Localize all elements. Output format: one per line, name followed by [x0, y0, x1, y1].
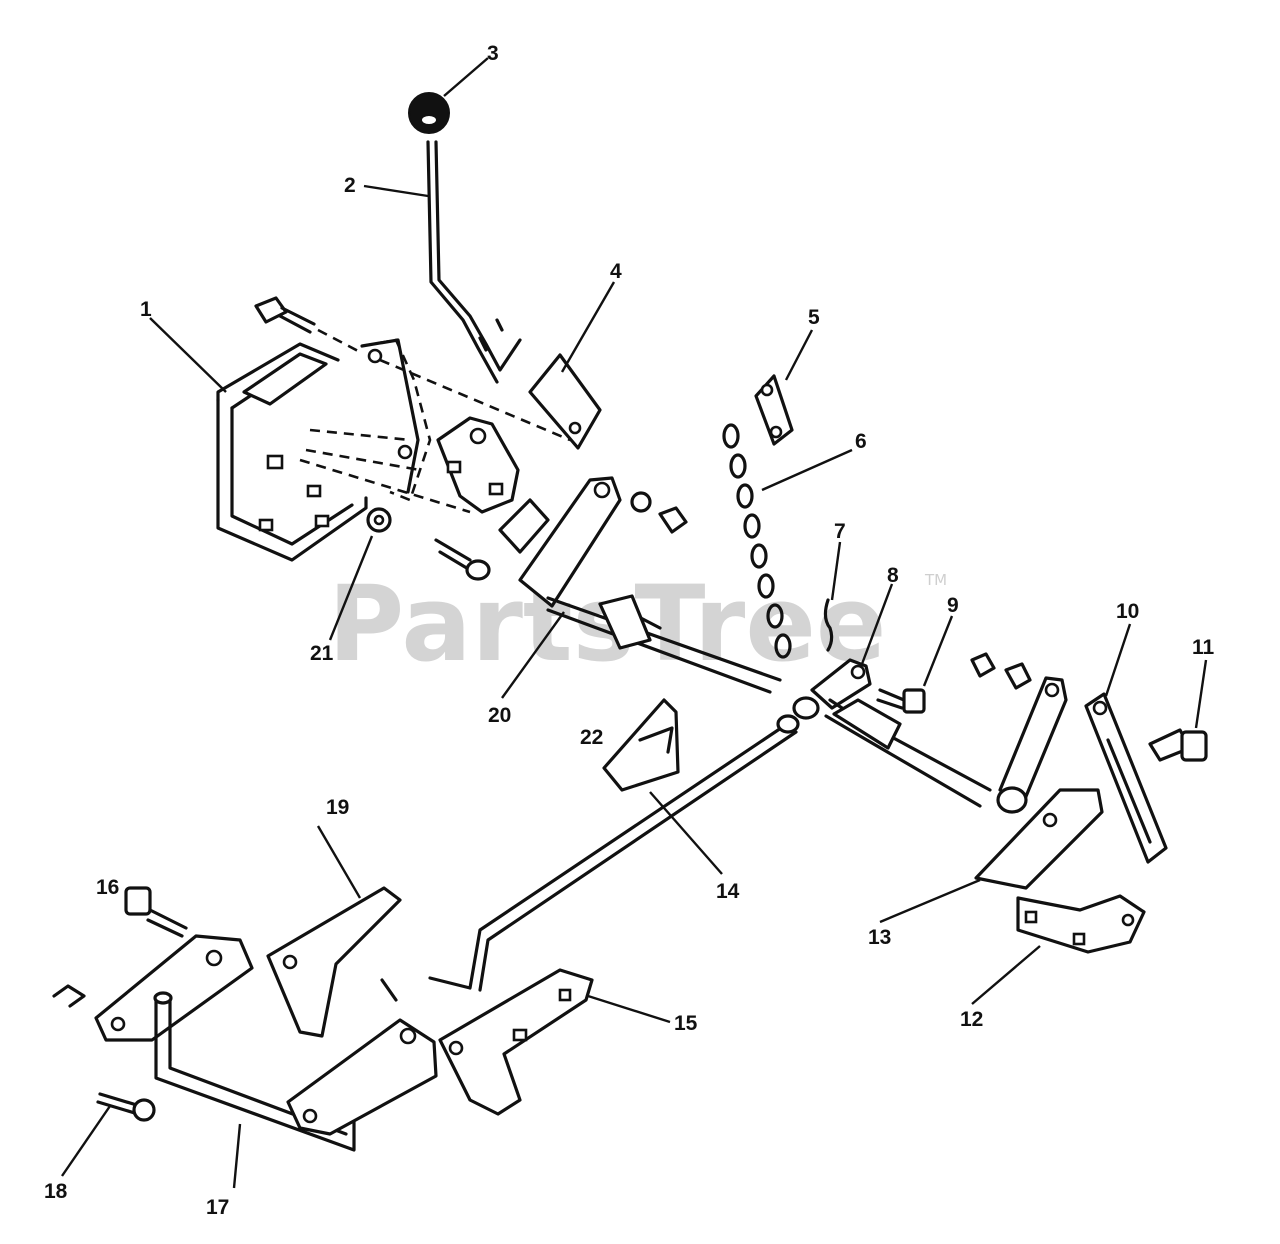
callout-21: 21: [310, 642, 334, 665]
callout-1: 1: [140, 298, 152, 321]
watermark-tm: TM: [924, 571, 947, 589]
callout-12: 12: [960, 1008, 983, 1031]
part-rod-14: [428, 714, 800, 992]
callout-4: 4: [610, 260, 622, 283]
part-washer-21: [366, 507, 392, 533]
leader-lines: [61, 57, 1208, 1189]
part-plate-19: [266, 886, 402, 1038]
callout-22: 22: [580, 726, 603, 749]
callout-labels: 1 2 3 4 5 6 7 8 9 10 11 12 13 14 15 16 1…: [44, 42, 1215, 1219]
part-bracket-22: [602, 698, 680, 792]
callout-20: 20: [488, 704, 511, 727]
part-clevis-8: [792, 658, 926, 720]
callout-9: 9: [947, 594, 959, 617]
callout-19: 19: [326, 796, 349, 819]
callout-8: 8: [887, 564, 899, 587]
part-frame-bracket: [216, 342, 471, 562]
part-knob: [408, 92, 450, 134]
callout-5: 5: [808, 306, 820, 329]
part-bolt-16: [124, 886, 188, 938]
part-chain-6: [722, 423, 792, 659]
part-left-arm: [52, 934, 438, 1152]
callout-14: 14: [716, 880, 740, 903]
callout-6: 6: [855, 430, 867, 453]
callout-17: 17: [206, 1196, 229, 1219]
part-nut-washer: [630, 491, 688, 534]
part-right-arm: [824, 652, 1104, 890]
callout-16: 16: [96, 876, 119, 899]
part-bracket-12: [1016, 894, 1146, 954]
watermark-text: PartsTree: [328, 563, 886, 685]
part-cotter-pin-7: [823, 598, 834, 652]
part-plate-4: [528, 353, 602, 450]
callout-2: 2: [344, 174, 356, 197]
part-pin-18: [96, 1092, 156, 1122]
part-lift-lever: [426, 140, 522, 384]
part-link-plate-5: [754, 374, 794, 446]
part-slotted-link-10: [1084, 692, 1208, 864]
callout-13: 13: [868, 926, 891, 949]
callout-7: 7: [834, 520, 846, 543]
callout-18: 18: [44, 1180, 68, 1203]
part-side-plate: [360, 338, 520, 514]
part-bracket-15: [438, 968, 594, 1116]
callout-3: 3: [487, 42, 499, 65]
part-lift-arm-20: [434, 476, 782, 694]
callout-10: 10: [1116, 600, 1139, 623]
callout-15: 15: [674, 1012, 698, 1035]
callout-11: 11: [1192, 636, 1215, 659]
